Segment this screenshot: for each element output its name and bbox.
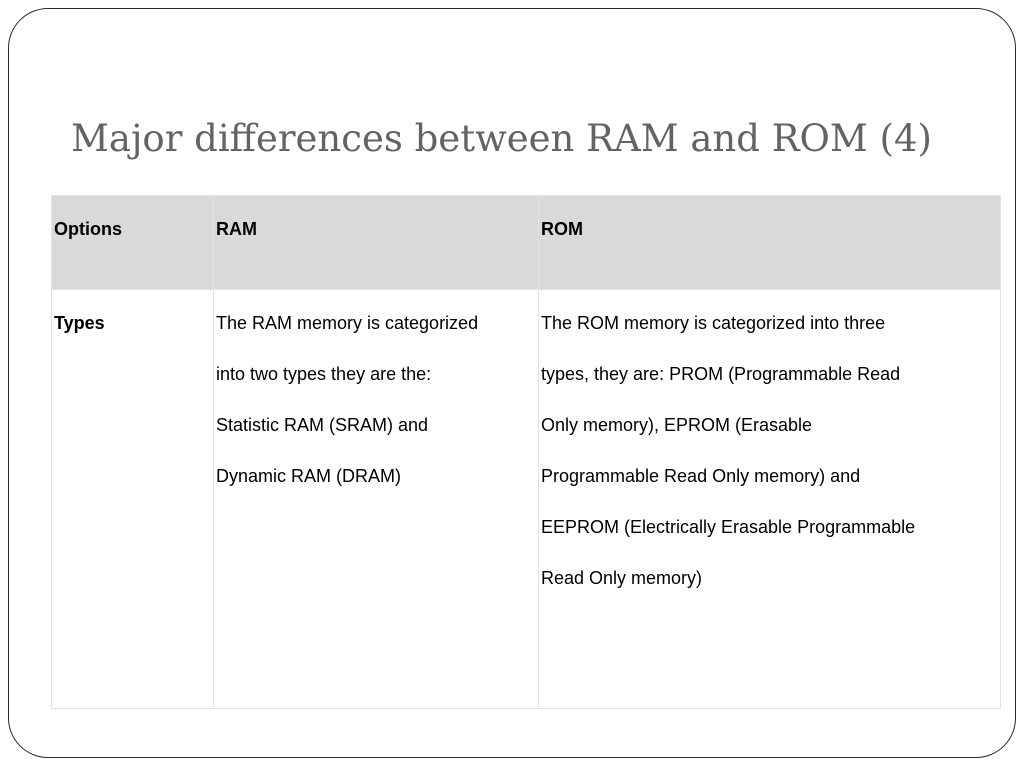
slide-title: Major differences between RAM and ROM (4… xyxy=(71,117,932,160)
row-option-cell: Types xyxy=(51,289,214,709)
slide-frame: Major differences between RAM and ROM (4… xyxy=(8,8,1016,758)
table-header-row: Options RAM ROM xyxy=(51,195,1001,290)
header-ram: RAM xyxy=(213,195,539,290)
header-options: Options xyxy=(51,195,214,290)
header-rom: ROM xyxy=(538,195,1001,290)
rom-types-text: The ROM memory is categorized into three… xyxy=(541,313,916,588)
row-rom-cell: The ROM memory is categorized into three… xyxy=(538,289,1001,709)
table-row: Types The RAM memory is categorized into… xyxy=(51,289,1001,709)
ram-types-text: The RAM memory is categorized into two t… xyxy=(216,313,479,486)
row-option-label: Types xyxy=(54,313,105,333)
row-ram-cell: The RAM memory is categorized into two t… xyxy=(213,289,539,709)
comparison-table: Options RAM ROM Types The RAM memory is … xyxy=(51,195,1001,709)
